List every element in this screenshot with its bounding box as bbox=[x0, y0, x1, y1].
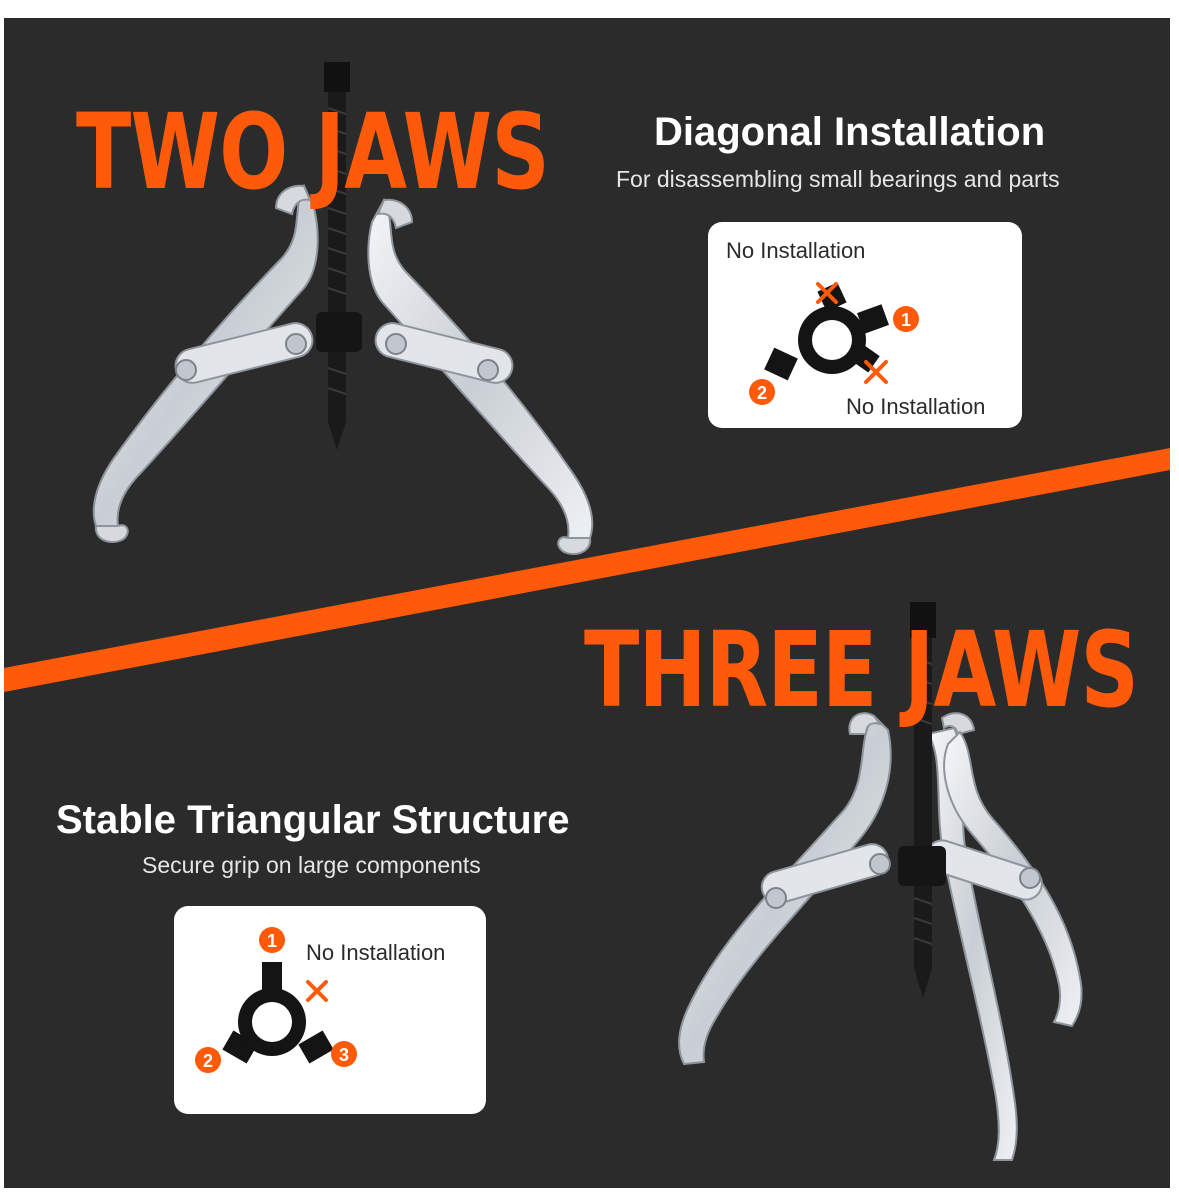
yoke-diagram-icon: 1 2 bbox=[749, 282, 919, 405]
number-badge-icon: 3 bbox=[331, 1041, 357, 1067]
no-installation-label-bottom: No Installation bbox=[846, 394, 986, 419]
dark-panel: TWO JAWS THREE JAWS Diagonal Installatio… bbox=[4, 18, 1170, 1188]
yoke-diagram-icon: 1 2 3 bbox=[195, 927, 357, 1073]
two-jaw-puller-icon bbox=[92, 62, 594, 556]
marker-3: 3 bbox=[339, 1045, 349, 1065]
number-badge-icon: 1 bbox=[259, 927, 285, 953]
marker-1: 1 bbox=[901, 310, 911, 330]
three-jaw-diagram-card: No Installation 1 2 bbox=[174, 906, 486, 1114]
diagonal-installation-subtitle: For disassembling small bearings and par… bbox=[616, 166, 1060, 192]
illustration-layer bbox=[4, 62, 1170, 1161]
no-installation-label: No Installation bbox=[306, 940, 446, 965]
marker-2: 2 bbox=[757, 383, 767, 403]
triangular-structure-subtitle: Secure grip on large components bbox=[142, 852, 481, 878]
marker-1: 1 bbox=[267, 931, 277, 951]
marker-2: 2 bbox=[203, 1051, 213, 1071]
cross-mark-icon bbox=[306, 980, 328, 1002]
three-jaws-headline: THREE JAWS bbox=[584, 609, 1139, 731]
number-badge-icon: 1 bbox=[893, 306, 919, 332]
number-badge-icon: 2 bbox=[195, 1047, 221, 1073]
no-installation-label-top: No Installation bbox=[726, 238, 866, 263]
two-jaw-diagram-card: No Installation No Installation 1 bbox=[708, 222, 1022, 428]
diagonal-installation-title: Diagonal Installation bbox=[654, 110, 1046, 154]
three-jaw-puller-icon bbox=[678, 602, 1083, 1161]
number-badge-icon: 2 bbox=[749, 379, 775, 405]
two-jaws-headline: TWO JAWS bbox=[76, 91, 550, 213]
cross-mark-icon bbox=[864, 360, 888, 384]
triangular-structure-title: Stable Triangular Structure bbox=[56, 798, 570, 842]
diagonal-divider bbox=[4, 448, 1170, 692]
cross-mark-icon bbox=[816, 282, 838, 304]
